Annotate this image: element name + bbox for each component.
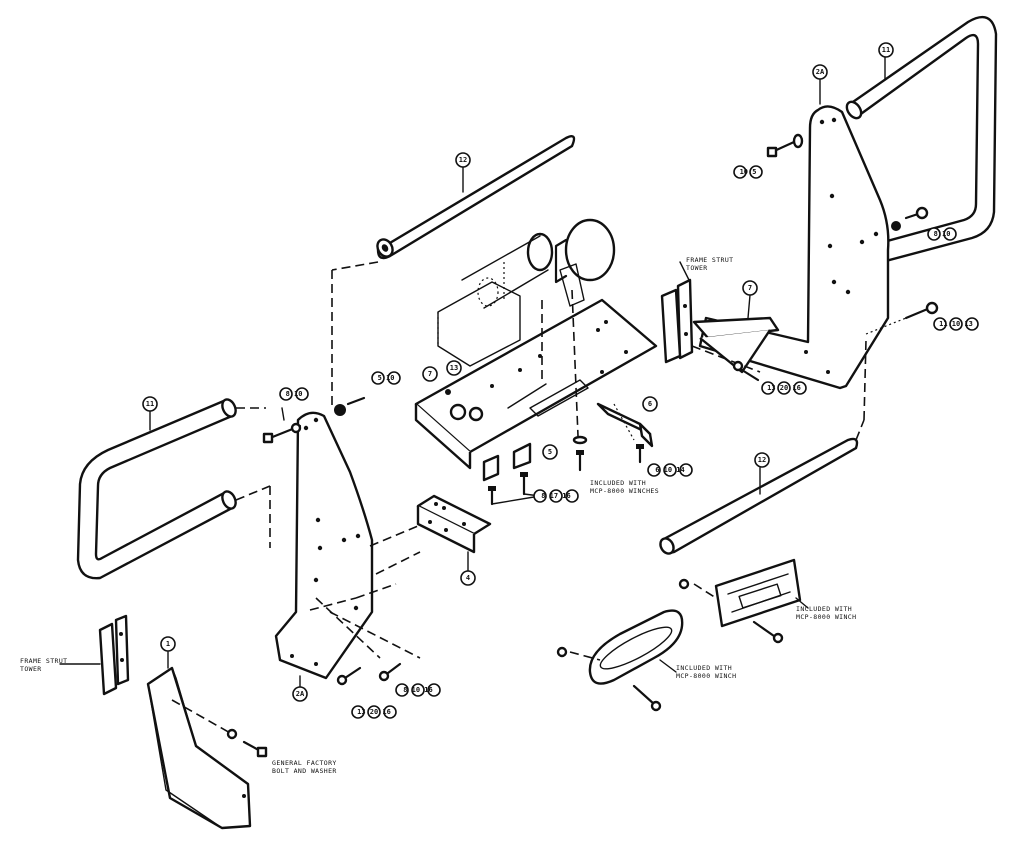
svg-text:BOLT AND WASHER: BOLT AND WASHER <box>272 767 337 775</box>
left-upper-bolt <box>262 422 302 444</box>
note-general-factory-bolt: GENERAL FACTORY BOLT AND WASHER <box>272 759 337 775</box>
svg-text:6: 6 <box>648 400 652 408</box>
svg-text:1: 1 <box>166 640 170 648</box>
svg-text:13 20 16: 13 20 16 <box>767 384 801 392</box>
callout-right-lower-bolt: 11 10 13 <box>933 317 979 331</box>
svg-text:8 10 16: 8 10 16 <box>403 686 433 694</box>
svg-text:2A: 2A <box>296 690 305 698</box>
center-bolts <box>488 435 644 506</box>
hawse-fairlead <box>556 609 684 712</box>
skid-plate <box>146 666 252 830</box>
svg-text:MCP-8000 WINCH: MCP-8000 WINCH <box>676 672 736 680</box>
svg-text:FRAME STRUT: FRAME STRUT <box>20 657 67 665</box>
svg-text:12: 12 <box>459 156 467 164</box>
callout-center-clip-right-bolt: 6 10 14 <box>647 463 693 477</box>
note-included-hawse: INCLUDED WITH MCP-8000 WINCH <box>676 664 736 680</box>
note-frame-strut-left: FRAME STRUT TOWER <box>20 657 67 673</box>
note-frame-strut-right: FRAME STRUT TOWER <box>686 256 733 272</box>
svg-text:4: 4 <box>466 574 470 582</box>
svg-text:5: 5 <box>548 448 552 456</box>
right-mount-plate <box>698 105 890 390</box>
callout-right-bracket: 7 <box>742 280 758 296</box>
svg-text:2A: 2A <box>816 68 825 76</box>
right-upper-bolt <box>766 133 804 158</box>
winch-assembly <box>437 218 616 367</box>
svg-text:5 10: 5 10 <box>378 374 395 382</box>
left-lower-bolts <box>336 662 402 686</box>
svg-text:13: 13 <box>450 364 458 372</box>
upper-cross-tube <box>376 135 576 260</box>
svg-text:GENERAL FACTORY: GENERAL FACTORY <box>272 759 337 767</box>
svg-text:12: 12 <box>758 456 766 464</box>
plate-nuts <box>449 403 484 422</box>
callout-plate-7: 7 <box>422 366 438 382</box>
svg-text:8 10: 8 10 <box>286 390 303 398</box>
skid-bolt <box>226 728 268 758</box>
lower-cross-tube <box>659 437 859 555</box>
left-lower-clip <box>416 494 492 554</box>
svg-text:TOWER: TOWER <box>20 665 42 673</box>
callout-lower-tube: 12 <box>754 452 770 468</box>
svg-text:MCP-8000 WINCH: MCP-8000 WINCH <box>796 613 856 621</box>
callout-center-clip-left: 5 <box>542 444 558 460</box>
note-included-roller: INCLUDED WITH MCP-8000 WINCH <box>796 605 856 621</box>
callout-left-upper-bolt: 8 10 <box>279 387 309 401</box>
svg-text:7: 7 <box>748 284 752 292</box>
callout-center-clip-right: 6 <box>642 396 658 412</box>
callout-left-hoop: 11 <box>142 396 158 412</box>
roller-fairlead <box>678 558 802 644</box>
callout-skid: 1 <box>160 636 176 652</box>
callout-center-bolts: 8 17 16 <box>533 489 579 503</box>
svg-text:11 10 13: 11 10 13 <box>939 320 973 328</box>
svg-text:10 5: 10 5 <box>740 168 757 176</box>
svg-text:INCLUDED WITH: INCLUDED WITH <box>796 605 852 613</box>
center-clip-left <box>482 442 532 482</box>
callout-plate-13: 13 <box>446 360 462 376</box>
right-bracket-bolt <box>732 360 760 382</box>
svg-text:8 17 16: 8 17 16 <box>541 492 571 500</box>
callout-left-lower-bolt-a: 13 20 16 <box>351 705 397 719</box>
note-included-center: INCLUDED WITH MCP-8000 WINCHES <box>590 479 659 495</box>
callout-left-lower-bolt-b: 8 10 16 <box>395 683 441 697</box>
callout-right-plate: 2A <box>812 64 828 80</box>
winch-mounting-plate <box>414 298 658 470</box>
callout-right-upper-bolt: 10 5 <box>733 165 763 179</box>
svg-text:11: 11 <box>146 400 154 408</box>
svg-text:7: 7 <box>428 370 432 378</box>
right-angle-bracket <box>692 316 780 374</box>
callout-upper-tube: 12 <box>455 152 471 168</box>
left-upper-nut <box>334 396 366 416</box>
right-frame-strut-tower <box>660 278 694 364</box>
center-clip-right <box>596 402 654 448</box>
left-hoop-guard <box>76 398 237 580</box>
callout-left-plate: 2A <box>292 686 308 702</box>
svg-text:6 10 14: 6 10 14 <box>655 466 685 474</box>
left-mount-plate <box>274 411 374 680</box>
right-middle-nut <box>891 206 929 231</box>
svg-text:FRAME STRUT: FRAME STRUT <box>686 256 733 264</box>
right-lower-bolt <box>865 301 939 335</box>
callout-left-upper-nut: 5 10 <box>371 371 401 385</box>
svg-text:TOWER: TOWER <box>686 264 708 272</box>
callout-right-middle-nut: 8 10 <box>927 227 957 241</box>
left-frame-strut-tower <box>98 614 130 696</box>
callout-left-lower-clip: 4 <box>460 570 476 586</box>
svg-text:INCLUDED WITH: INCLUDED WITH <box>676 664 732 672</box>
svg-text:11: 11 <box>882 46 890 54</box>
svg-text:13 20 16: 13 20 16 <box>357 708 391 716</box>
callout-right-hoop: 11 <box>878 42 894 58</box>
callout-right-bracket-bolt: 13 20 16 <box>761 381 807 395</box>
svg-text:INCLUDED WITH: INCLUDED WITH <box>590 479 646 487</box>
svg-text:MCP-8000 WINCHES: MCP-8000 WINCHES <box>590 487 659 495</box>
svg-text:8 10: 8 10 <box>934 230 951 238</box>
